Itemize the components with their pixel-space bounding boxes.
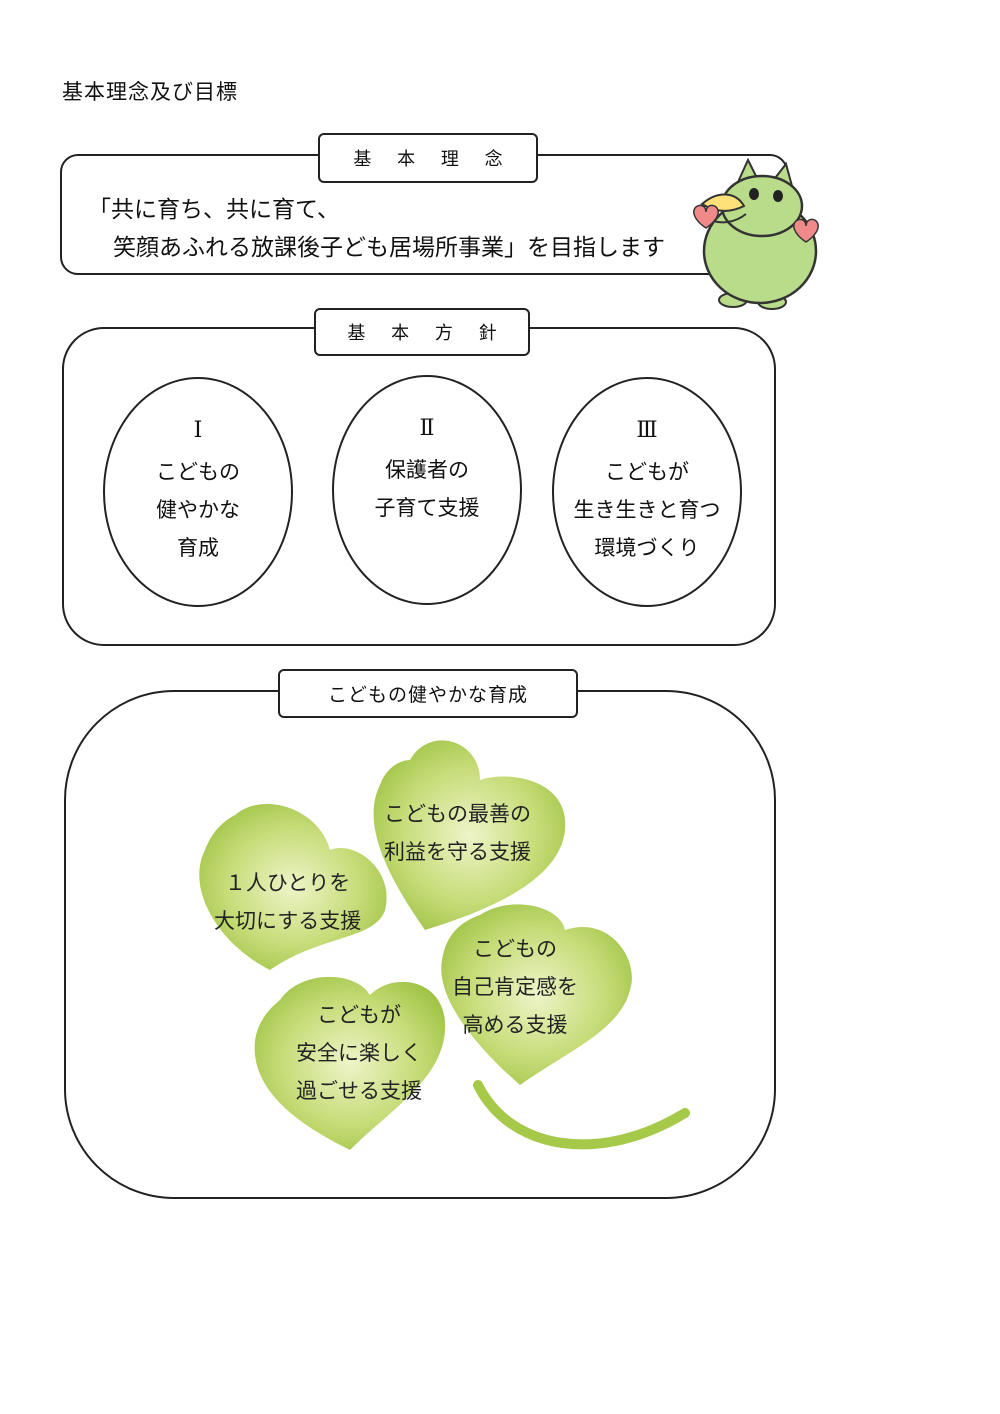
policy-number: Ⅱ	[419, 415, 435, 441]
leaf-line: 高める支援	[462, 1013, 568, 1037]
leaf-line: １人ひとりを	[224, 871, 351, 895]
leaf-line: こどもの	[473, 937, 557, 961]
leaf-line: 過ごせる支援	[296, 1079, 422, 1103]
policy-line: こどもの	[156, 459, 240, 484]
policy-line: 環境づくり	[594, 535, 700, 560]
philosophy-line-1: 「共に育ち、共に育て、	[88, 197, 340, 223]
policy-line: 生き生きと育つ	[573, 497, 721, 522]
policy-line: 育成	[177, 535, 219, 560]
leaf-line: 大切にする支援	[214, 909, 362, 933]
policy-number: Ⅰ	[193, 417, 203, 443]
growth-label: こどもの健やかな育成	[278, 669, 578, 718]
leaf-bottom-text: こどもが 安全に楽しく 過ごせる支援	[296, 996, 422, 1110]
policy-oval-3: Ⅲ こどもが 生き生きと育つ 環境づくり	[552, 377, 742, 607]
page-heading: 基本理念及び目標	[62, 80, 238, 104]
four-leaf-clover-icon	[199, 740, 690, 1150]
leaf-line: 自己肯定感を	[452, 975, 578, 999]
policy-line: こどもが	[605, 459, 689, 484]
rhino-mascot-icon	[693, 157, 819, 310]
policy-line: 健やかな	[156, 497, 240, 522]
policy-line: 子育て支援	[374, 495, 480, 520]
leaf-top-text: こどもの最善の 利益を守る支援	[384, 795, 531, 871]
leaf-line: 利益を守る支援	[384, 840, 531, 864]
leaf-line: 安全に楽しく	[296, 1041, 422, 1065]
leaf-line: こどもが	[317, 1003, 401, 1027]
policy-number: Ⅲ	[636, 417, 658, 443]
leaf-right-text: こどもの 自己肯定感を 高める支援	[452, 930, 578, 1044]
policy-label: 基 本 方 針	[314, 308, 530, 356]
policy-oval-1: Ⅰ こどもの 健やかな 育成	[103, 377, 293, 607]
leaf-left-text: １人ひとりを 大切にする支援	[214, 864, 361, 940]
philosophy-label: 基 本 理 念	[318, 133, 538, 183]
leaf-line: こどもの最善の	[384, 802, 531, 826]
policy-oval-2: Ⅱ 保護者の 子育て支援	[332, 375, 522, 605]
policy-line: 保護者の	[385, 457, 469, 482]
philosophy-line-2: 笑顔あふれる放課後子ども居場所事業」を目指します	[113, 235, 665, 261]
